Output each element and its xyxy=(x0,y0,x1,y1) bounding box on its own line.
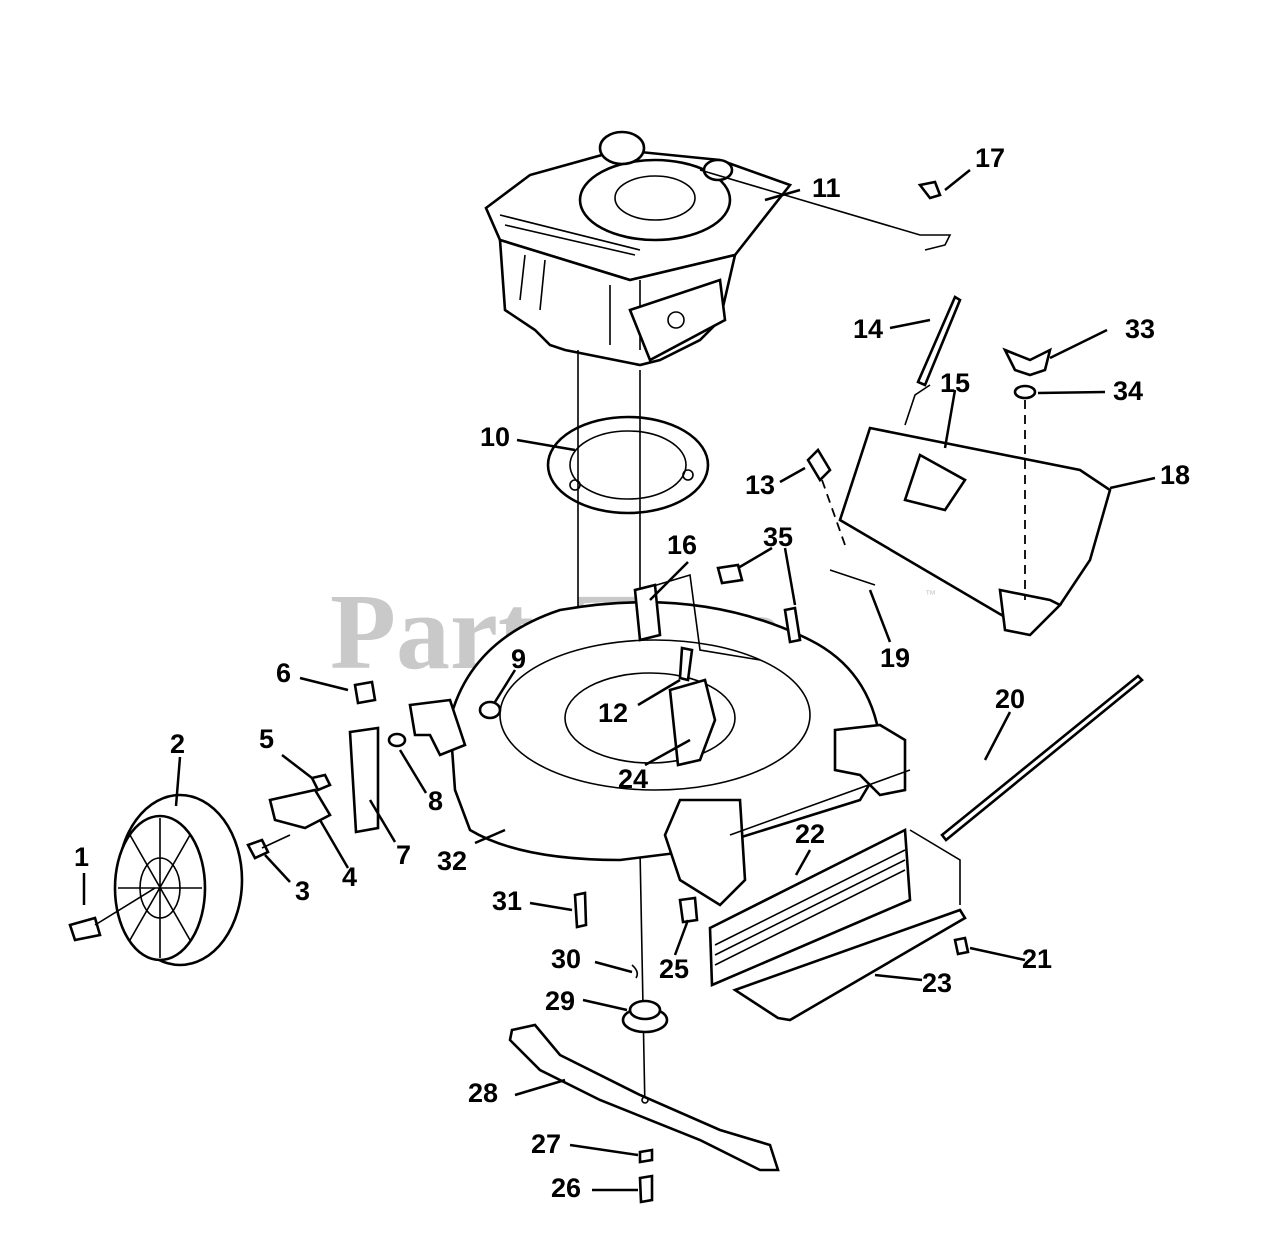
part-27 xyxy=(638,1148,654,1164)
label-19: 19 xyxy=(880,643,910,673)
label-21: 21 xyxy=(1022,944,1052,974)
label-12: 12 xyxy=(598,698,628,728)
label-27: 27 xyxy=(531,1129,561,1159)
part-16 xyxy=(633,583,662,642)
part-17 xyxy=(917,180,942,200)
part-1 xyxy=(68,916,102,942)
label-3: 3 xyxy=(295,876,310,906)
gasket xyxy=(546,415,710,515)
part-23 xyxy=(732,908,967,1022)
label-23: 23 xyxy=(922,968,952,998)
label-10: 10 xyxy=(480,422,510,452)
label-20: 20 xyxy=(995,684,1025,714)
part-4 xyxy=(268,788,332,830)
label-16: 16 xyxy=(667,530,697,560)
part-3 xyxy=(246,838,270,860)
label-22: 22 xyxy=(795,819,825,849)
label-35: 35 xyxy=(763,522,793,552)
part-12 xyxy=(678,646,694,682)
label-4: 4 xyxy=(342,862,357,892)
part-31 xyxy=(573,891,588,929)
label-7: 7 xyxy=(396,840,411,870)
part-30 xyxy=(631,964,639,979)
label-13: 13 xyxy=(745,470,775,500)
rear-flap xyxy=(708,827,912,987)
label-32: 32 xyxy=(437,846,467,876)
label-1: 1 xyxy=(74,842,89,872)
part-35b xyxy=(783,606,802,644)
part-35a xyxy=(716,563,744,585)
label-29: 29 xyxy=(545,986,575,1016)
part-20 xyxy=(940,674,1144,842)
mower-deck xyxy=(408,573,911,907)
label-8: 8 xyxy=(428,786,443,816)
rear-shield xyxy=(838,384,1112,637)
part-7 xyxy=(348,726,380,834)
label-9: 9 xyxy=(511,644,526,674)
alignment-line-blade xyxy=(639,849,646,1111)
label-28: 28 xyxy=(468,1078,498,1108)
part-26 xyxy=(638,1174,654,1204)
part-8 xyxy=(387,732,407,748)
part-21 xyxy=(953,936,970,956)
part-6 xyxy=(353,680,377,705)
part-33 xyxy=(1002,347,1052,377)
part-5 xyxy=(310,773,332,792)
label-6: 6 xyxy=(276,658,291,688)
label-31: 31 xyxy=(492,886,522,916)
wheel xyxy=(113,793,244,967)
label-11: 11 xyxy=(812,173,841,203)
part-14 xyxy=(916,295,962,387)
label-33: 33 xyxy=(1125,314,1155,344)
label-15: 15 xyxy=(940,368,970,398)
label-25: 25 xyxy=(659,954,689,984)
label-17: 17 xyxy=(975,143,1005,173)
part-29 xyxy=(621,999,669,1034)
part-25 xyxy=(678,896,699,924)
part-13 xyxy=(806,447,832,483)
leader-lines xyxy=(82,169,1156,1192)
label-30: 30 xyxy=(551,944,581,974)
label-14: 14 xyxy=(853,314,883,344)
label-26: 26 xyxy=(551,1173,581,1203)
label-18: 18 xyxy=(1160,460,1190,490)
part-34 xyxy=(1013,384,1037,400)
label-5: 5 xyxy=(259,724,274,754)
part-labels: 1 2 3 4 5 6 7 8 9 10 11 12 13 14 15 16 1… xyxy=(74,143,1190,1203)
label-34: 34 xyxy=(1113,376,1143,406)
watermark-trademark: ™ xyxy=(925,589,936,601)
label-24: 24 xyxy=(618,764,648,794)
engine xyxy=(484,130,952,367)
part-19 xyxy=(829,569,876,586)
label-2: 2 xyxy=(170,729,185,759)
